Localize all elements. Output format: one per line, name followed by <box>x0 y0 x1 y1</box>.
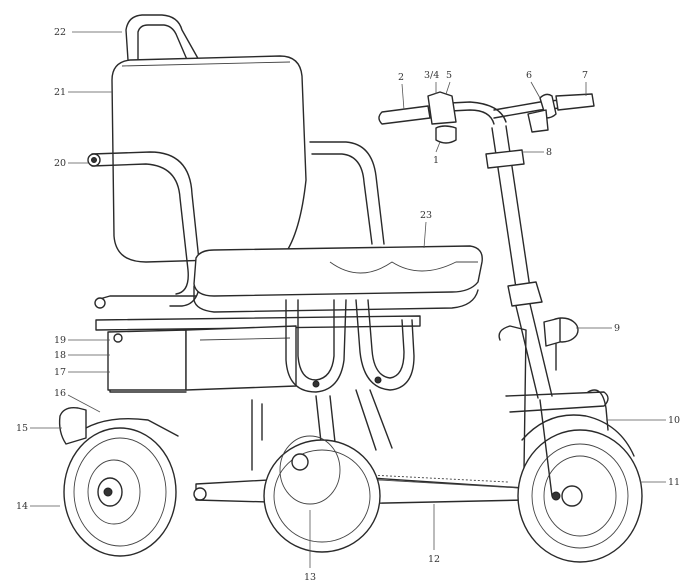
leader-1 <box>435 141 441 153</box>
callout-13: 13 <box>304 572 316 583</box>
callout-15: 15 <box>16 423 28 434</box>
front-wheel <box>517 399 643 563</box>
callout-7: 7 <box>582 70 588 81</box>
callout-10: 10 <box>668 415 680 426</box>
rear-wheel-middle <box>251 399 381 553</box>
callout-21: 21 <box>54 87 66 98</box>
callout-3-4: 3/4 <box>424 70 439 81</box>
callout-11: 11 <box>668 477 680 488</box>
seat-back-handle <box>125 14 201 63</box>
headlight <box>543 317 579 371</box>
callout-12: 12 <box>428 554 440 565</box>
callout-labels: 22 21 20 19 18 17 16 15 14 13 12 11 10 9… <box>16 27 680 583</box>
steering-column <box>485 125 553 399</box>
seat-backrest <box>111 55 307 263</box>
handlebar <box>378 91 595 144</box>
callout-6: 6 <box>526 70 532 81</box>
front-bumper <box>498 325 609 471</box>
callout-19: 19 <box>54 335 66 346</box>
armrest-right <box>309 141 385 245</box>
leader-23 <box>423 221 427 249</box>
callout-18: 18 <box>54 350 66 361</box>
leader-2 <box>401 83 405 111</box>
callout-16: 16 <box>54 388 66 399</box>
callout-1: 1 <box>433 155 439 166</box>
leader-lines <box>30 31 666 568</box>
callout-22: 22 <box>54 27 66 38</box>
battery-box <box>107 325 297 391</box>
leader-5 <box>445 81 451 95</box>
callout-23: 23 <box>420 210 432 221</box>
seat-cushion <box>193 245 483 313</box>
callout-2: 2 <box>398 72 404 83</box>
leader-16 <box>67 394 101 413</box>
callout-5: 5 <box>446 70 452 81</box>
callout-14: 14 <box>16 501 28 512</box>
callout-8: 8 <box>546 147 552 158</box>
rear-fender-left <box>58 406 87 445</box>
callout-9: 9 <box>614 323 620 334</box>
callout-20: 20 <box>54 158 66 169</box>
rear-wheel-left <box>63 418 179 557</box>
armrest-left <box>87 151 201 307</box>
callout-17: 17 <box>54 367 66 378</box>
leader-6 <box>530 81 541 99</box>
